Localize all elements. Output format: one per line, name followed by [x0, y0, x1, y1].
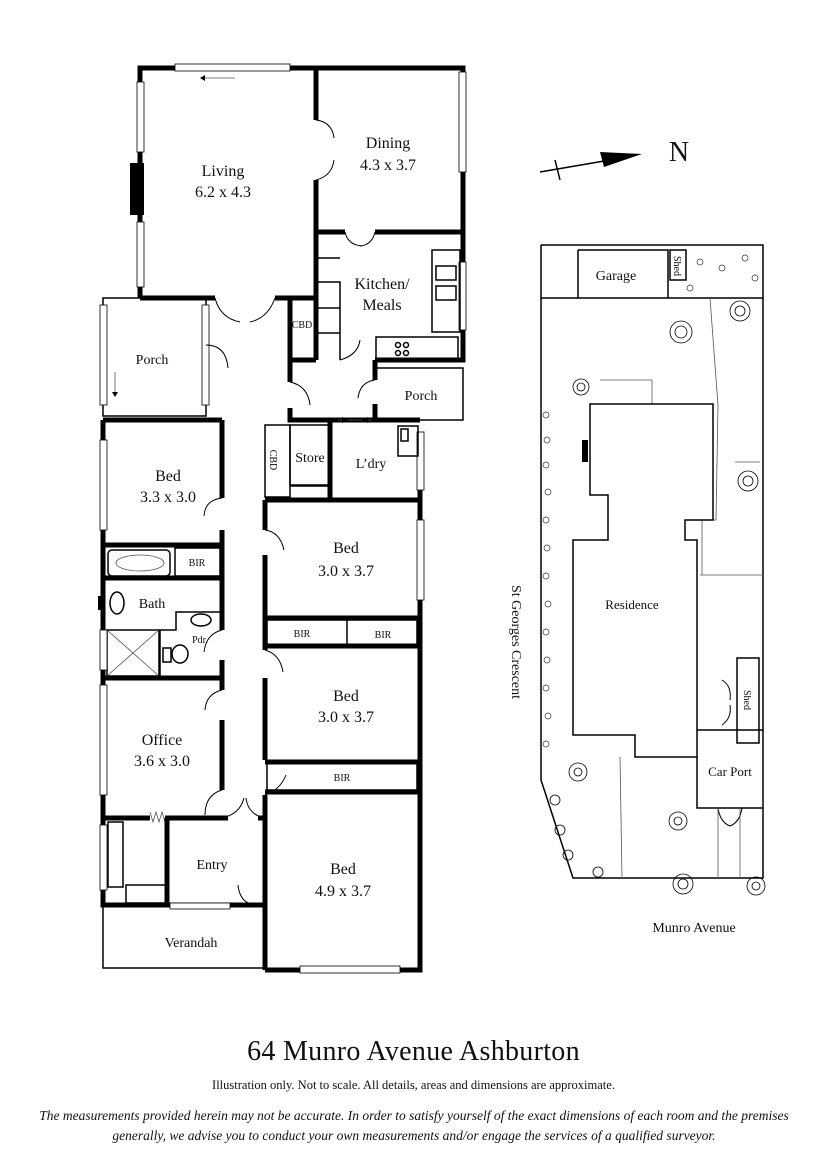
- room-label-cbd-mid: CBD: [267, 450, 278, 471]
- room-label-bed3: Bed: [333, 688, 359, 705]
- site-label-garage: Garage: [596, 269, 636, 284]
- room-label-dining: Dining: [366, 135, 410, 152]
- room-label-office: Office: [142, 732, 183, 749]
- room-label-bir2a: BIR: [294, 629, 311, 640]
- site-plan-labels: Garage Shed Residence Shed Car Port St G…: [508, 256, 752, 936]
- room-label-store: Store: [295, 451, 325, 466]
- room-label-bed2: Bed: [333, 540, 359, 557]
- room-size-bed2: 3.0 x 3.7: [318, 563, 374, 580]
- room-label-porch-right: Porch: [405, 389, 438, 404]
- room-size-bed4: 4.9 x 3.7: [315, 883, 371, 900]
- street-label-st-georges: St Georges Crescent: [508, 585, 523, 699]
- room-label-laundry: L’dry: [356, 457, 387, 472]
- room-size-bed3: 3.0 x 3.7: [318, 709, 374, 726]
- room-size-bed1: 3.3 x 3.0: [140, 489, 196, 506]
- floor-plan: [98, 63, 467, 974]
- room-label-meals: Meals: [362, 297, 401, 314]
- street-label-munro: Munro Avenue: [652, 921, 735, 936]
- room-label-porch-left: Porch: [136, 353, 169, 368]
- page-title: 64 Munro Avenue Ashburton: [247, 1036, 580, 1067]
- fireplace: [130, 163, 144, 215]
- floor-plan-labels: Living 6.2 x 4.3 Dining 4.3 x 3.7 Kitche…: [134, 135, 437, 951]
- disclaimer-short: Illustration only. Not to scale. All det…: [212, 1078, 615, 1092]
- site-plan: [540, 244, 766, 896]
- site-label-residence: Residence: [605, 597, 659, 612]
- room-label-bed1: Bed: [155, 468, 181, 485]
- site-label-shed-top: Shed: [671, 256, 682, 276]
- disclaimer-long: The measurements provided herein may not…: [39, 1108, 789, 1143]
- room-label-pdr: Pdr.: [192, 635, 208, 646]
- room-label-verandah: Verandah: [165, 936, 218, 951]
- room-label-kitchen: Kitchen/: [354, 276, 410, 293]
- room-label-bir2b: BIR: [375, 630, 392, 641]
- tree-icon: [549, 300, 766, 896]
- room-label-entry: Entry: [196, 858, 227, 873]
- compass-north-label: N: [669, 137, 689, 168]
- room-label-bed4: Bed: [330, 861, 356, 878]
- room-size-dining: 4.3 x 3.7: [360, 157, 416, 174]
- site-label-carport: Car Port: [708, 764, 752, 779]
- room-label-cbd-top: CBD: [292, 320, 313, 331]
- hedge-icon: [542, 254, 759, 748]
- room-label-living: Living: [202, 163, 245, 180]
- room-size-office: 3.6 x 3.0: [134, 753, 190, 770]
- room-label-bath: Bath: [139, 597, 165, 612]
- site-label-shed-side: Shed: [741, 690, 752, 710]
- room-label-bir1: BIR: [189, 558, 206, 569]
- room-size-living: 6.2 x 4.3: [195, 184, 251, 201]
- compass: N: [539, 137, 689, 181]
- north-arrow-icon: [600, 152, 642, 167]
- room-label-bir3: BIR: [334, 773, 351, 784]
